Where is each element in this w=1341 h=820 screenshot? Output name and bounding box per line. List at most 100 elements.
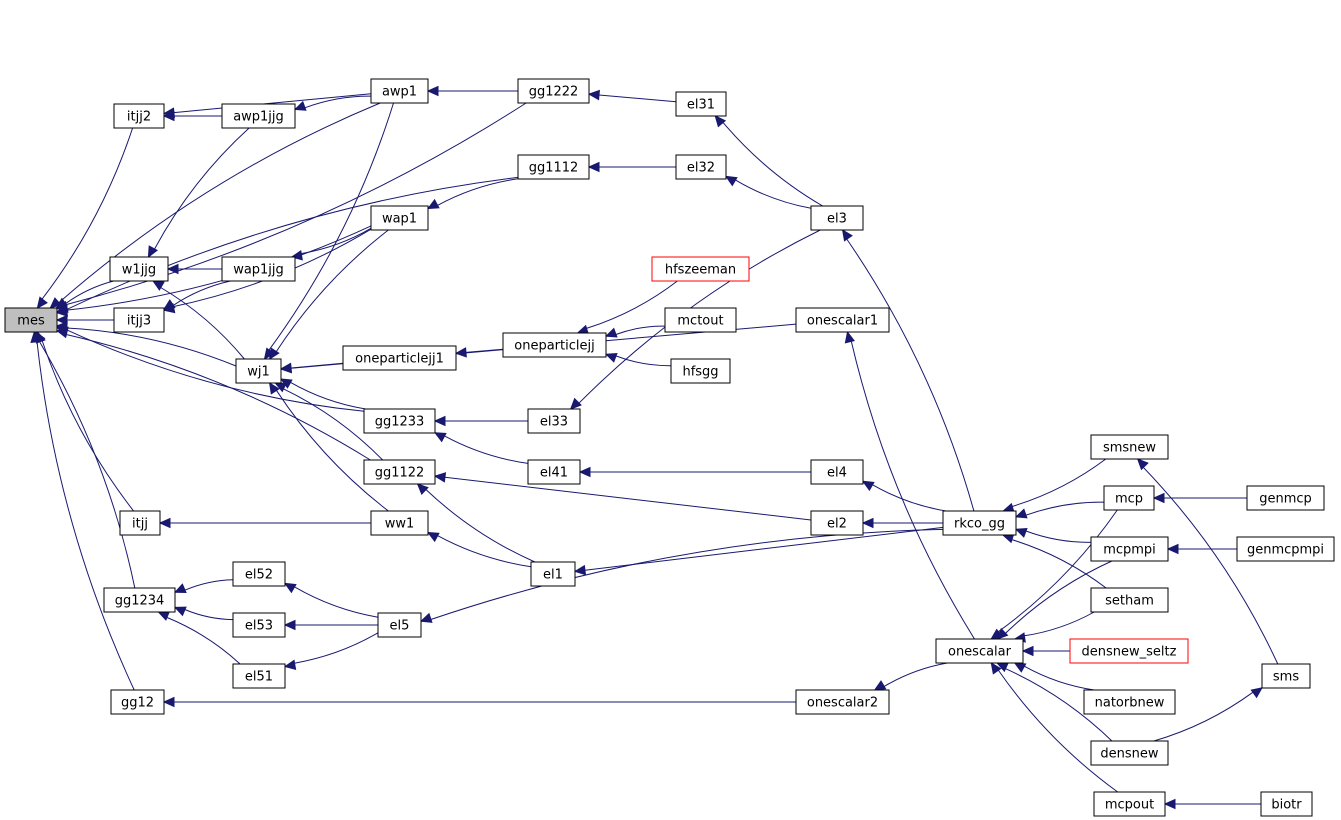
node-label: mcpout	[1105, 798, 1154, 813]
node-w1jjg[interactable]: w1jjg	[109, 256, 169, 282]
node-densnew-seltz[interactable]: densnew_seltz	[1069, 638, 1189, 664]
node-el32[interactable]: el32	[675, 154, 727, 180]
edge-arrowhead	[173, 583, 187, 594]
node-label: awp1	[382, 85, 417, 100]
node-label: el32	[687, 161, 715, 176]
node-el53[interactable]: el53	[232, 612, 286, 638]
node-mctout[interactable]: mctout	[664, 307, 737, 333]
node-box	[670, 358, 731, 384]
edge-rkco_gg-to-el1	[573, 526, 944, 576]
node-gg1122[interactable]: gg1122	[363, 459, 436, 485]
node-biotr[interactable]: biotr	[1260, 791, 1313, 817]
node-gg1222[interactable]: gg1222	[517, 78, 590, 104]
edge-line	[275, 390, 389, 512]
node-label: itjj	[132, 517, 148, 532]
node-densnew[interactable]: densnew	[1090, 740, 1169, 766]
node-box	[377, 612, 422, 638]
edge-arrowhead	[419, 612, 433, 623]
node-smsnew[interactable]: smsnew	[1090, 434, 1169, 460]
node-awp1jjg[interactable]: awp1jjg	[221, 103, 296, 129]
edge-line	[437, 535, 532, 568]
edge-el5-to-el51	[283, 632, 379, 670]
node-el41[interactable]: el41	[527, 459, 581, 485]
node-itjj[interactable]: itjj	[119, 510, 161, 536]
node-onescalar2[interactable]: onescalar2	[795, 689, 890, 715]
node-gg1233[interactable]: gg1233	[363, 408, 436, 434]
node-el1[interactable]: el1	[530, 561, 576, 587]
node-itjj3[interactable]: itjj3	[113, 307, 165, 333]
node-awp1[interactable]: awp1	[370, 78, 429, 104]
edge-awp1-to-awp1jjg	[293, 95, 372, 111]
edge-line	[290, 381, 366, 410]
edge-line	[1005, 668, 1113, 742]
node-el5[interactable]: el5	[377, 612, 422, 638]
edge-arrowhead	[1152, 492, 1165, 504]
node-oneparticlejj[interactable]: oneparticlejj	[502, 332, 607, 358]
node-mcpmpi[interactable]: mcpmpi	[1090, 536, 1169, 562]
node-el3[interactable]: el3	[810, 205, 864, 231]
node-genmcp[interactable]: genmcp	[1246, 485, 1325, 511]
node-el31[interactable]: el31	[675, 91, 727, 117]
edge-line	[735, 179, 812, 209]
edge-arrowhead	[162, 107, 175, 118]
node-mcp[interactable]: mcp	[1103, 485, 1155, 511]
node-el52[interactable]: el52	[232, 561, 286, 587]
node-label: el33	[540, 415, 568, 430]
node-sms[interactable]: sms	[1261, 663, 1311, 689]
edge-onescalar-to-onescalar1	[844, 330, 975, 640]
edge-hfsgg-to-oneparticlejj	[604, 352, 672, 367]
edge-awp1-to-itjj2	[162, 93, 372, 118]
edge-arrowhead	[162, 696, 175, 708]
node-setham[interactable]: setham	[1090, 587, 1169, 613]
node-label: el51	[245, 670, 273, 685]
node-onescalar[interactable]: onescalar	[935, 638, 1024, 664]
node-gg12[interactable]: gg12	[110, 689, 165, 715]
node-itjj2[interactable]: itjj2	[113, 103, 165, 129]
node-natorbnew[interactable]: natorbnew	[1083, 689, 1176, 715]
node-gg1234[interactable]: gg1234	[103, 587, 176, 613]
edge-arrowhead	[587, 89, 600, 101]
node-mcpout[interactable]: mcpout	[1093, 791, 1166, 817]
edge-arrowhead	[604, 327, 618, 338]
edge-line	[883, 662, 948, 687]
edge-arrowhead	[1166, 543, 1179, 555]
node-wap1jjg[interactable]: wap1jjg	[221, 256, 296, 282]
edge-line	[615, 355, 672, 367]
edge-onescalar-to-onescalar2	[873, 662, 948, 691]
node-label: onescalar2	[807, 696, 878, 711]
node-rkco-gg[interactable]: rkco_gg	[942, 510, 1017, 536]
node-hfsgg[interactable]: hfsgg	[670, 358, 731, 384]
node-gg1112[interactable]: gg1112	[517, 154, 590, 180]
node-genmcpmpi[interactable]: genmcpmpi	[1236, 536, 1335, 562]
node-label: onescalar	[948, 645, 1012, 660]
node-onescalar1[interactable]: onescalar1	[795, 307, 890, 333]
edge-arrowhead	[426, 85, 439, 97]
node-label: densnew	[1100, 747, 1158, 762]
node-el2[interactable]: el2	[810, 510, 864, 536]
edge-oneparticlejj-to-oneparticlejj1	[454, 347, 504, 358]
edge-line	[1024, 611, 1095, 637]
node-el51[interactable]: el51	[232, 663, 286, 689]
edge-line	[304, 95, 372, 109]
node-el4[interactable]: el4	[810, 459, 864, 485]
node-box	[664, 307, 737, 333]
node-wap1[interactable]: wap1	[370, 205, 429, 231]
edge-line	[598, 94, 677, 103]
edge-arrowhead	[283, 582, 297, 594]
edge-rkco_gg-to-el3	[841, 229, 975, 512]
node-hfszeeman[interactable]: hfszeeman	[651, 256, 750, 282]
edge-arrowhead	[1014, 508, 1028, 519]
edge-line	[66, 327, 237, 367]
node-el33[interactable]: el33	[527, 408, 581, 434]
edge-line	[154, 127, 250, 250]
node-ww1[interactable]: ww1	[370, 510, 429, 536]
edge-line	[65, 280, 114, 305]
edge-line	[1142, 466, 1279, 665]
node-wj1[interactable]: wj1	[235, 358, 282, 384]
edge-arrowhead	[433, 472, 447, 483]
edge-mcp-to-rkco_gg	[1014, 501, 1105, 519]
edge-line	[444, 476, 812, 521]
edge-line	[586, 280, 678, 329]
node-oneparticlejj1[interactable]: oneparticlejj1	[342, 345, 457, 371]
node-label: gg1222	[529, 85, 579, 100]
